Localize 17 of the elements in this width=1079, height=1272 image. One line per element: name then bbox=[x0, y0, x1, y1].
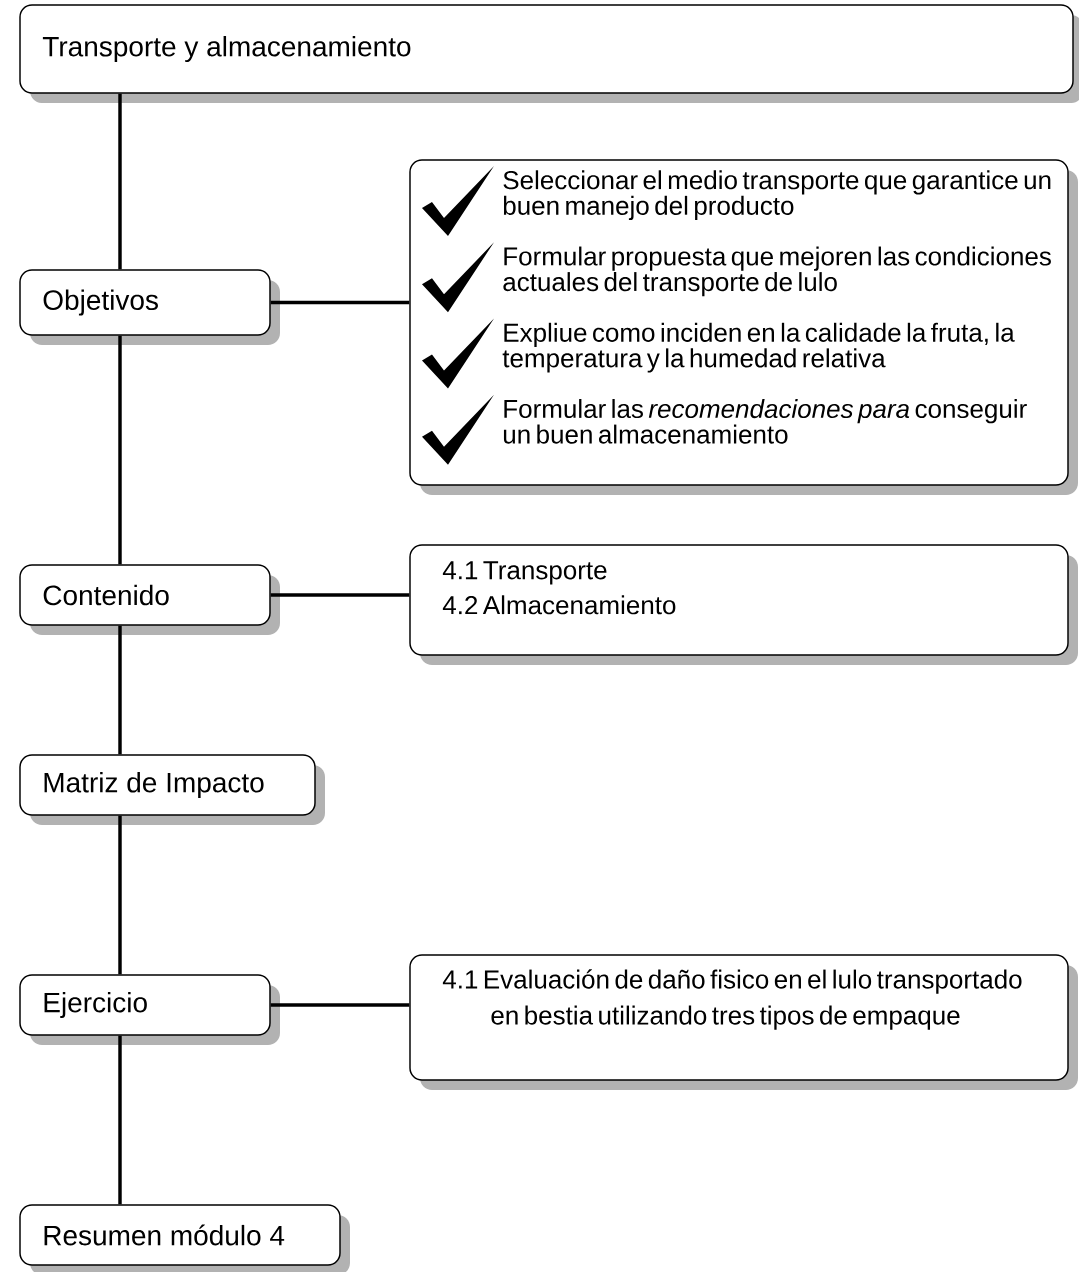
connector-line bbox=[270, 1003, 410, 1007]
connector-line bbox=[118, 93, 122, 270]
label-box: Resumen módulo 4 bbox=[19, 1204, 350, 1272]
heading-box: Transporte y almacenamiento bbox=[19, 4, 1079, 103]
exercise-box: 4.1 Evaluación de daño fisico en el lulo transportado en bestia utilizando tres tipos de empaque bbox=[409, 954, 1078, 1090]
connector-line bbox=[270, 300, 410, 305]
label-box: Ejercicio bbox=[19, 974, 280, 1045]
connector-line bbox=[270, 593, 410, 597]
objectives-box: Seleccionar el medio transporte que garantice un buen manejo del producto Formular propuesta que mejoren las condiciones actuales del transporte de lulo Expliue como inciden en la calidade la fruta, la temperatura y la humedad relativa Formular las recomendaciones para conseguir un buen almacenamiento bbox=[409, 159, 1078, 495]
label-box: Matriz de Impacto bbox=[19, 754, 325, 825]
connector-line bbox=[118, 335, 122, 565]
label-box: Objetivos bbox=[19, 269, 280, 345]
label-box: Contenido bbox=[19, 564, 280, 635]
connector-line bbox=[118, 815, 122, 975]
connector-line bbox=[118, 1035, 122, 1205]
connector-line bbox=[118, 625, 122, 755]
content-box: 4.1 Transporte 4.2 Almacenamiento bbox=[409, 544, 1078, 665]
